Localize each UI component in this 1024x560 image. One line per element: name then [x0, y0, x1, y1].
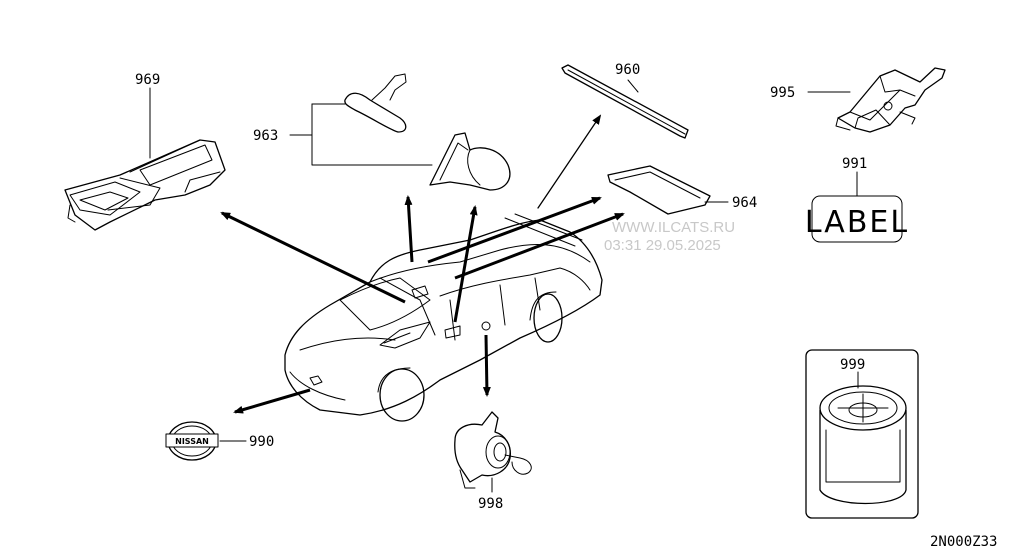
pointer-arrows [220, 114, 625, 414]
callout-964: 964 [732, 195, 757, 211]
arrow-to-964-a [427, 196, 602, 264]
emblem-part: NISSAN [165, 421, 219, 461]
callout-995: 995 [770, 85, 795, 101]
car-body [284, 213, 603, 422]
label-plate-text: LABEL [805, 205, 909, 240]
watermark-line1: WWW.ILCATS.RU [612, 219, 735, 236]
arrow-to-990 [233, 388, 311, 414]
arrow-to-969 [220, 211, 406, 304]
jack-part [835, 67, 946, 133]
watermark-line2: 03:31 29.05.2025 [604, 237, 721, 254]
label-plate-part: LABEL [805, 195, 909, 243]
arrow-to-963-mirror [404, 195, 414, 263]
arrow-to-960 [537, 114, 602, 209]
callout-990: 990 [249, 434, 274, 450]
callout-999: 999 [840, 357, 865, 373]
leader-lines [149, 79, 859, 493]
mirror-parts [344, 73, 511, 191]
arrow-to-963-outer [453, 205, 478, 323]
callout-969: 969 [135, 72, 160, 88]
center-console-part [64, 139, 226, 231]
callout-numbers: 969 963 960 964 995 991 999 990 998 [135, 62, 867, 512]
callout-991: 991 [842, 156, 867, 172]
callout-998: 998 [478, 496, 503, 512]
canister-part [805, 349, 919, 519]
roof-molding-part [561, 64, 689, 139]
callout-963: 963 [253, 128, 278, 144]
panel-part [607, 165, 711, 215]
arrow-to-964-b [454, 212, 625, 280]
callout-960: 960 [615, 62, 640, 78]
emblem-text: NISSAN [175, 437, 209, 446]
watermark: WWW.ILCATS.RU 03:31 29.05.2025 [604, 219, 735, 254]
arrow-to-998 [482, 334, 491, 397]
diagram-code: 2N000Z33 [930, 534, 997, 550]
lock-cylinder-part [454, 411, 532, 489]
